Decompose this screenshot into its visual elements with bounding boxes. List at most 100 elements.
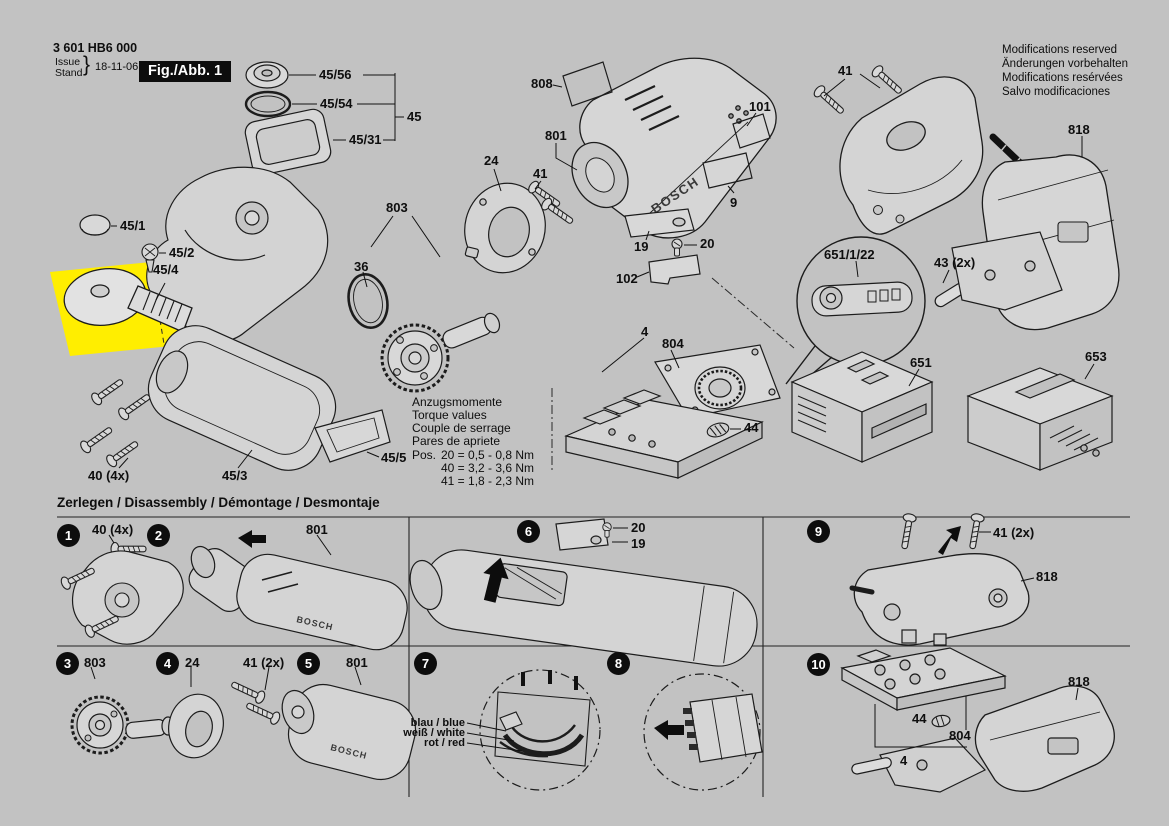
part-drawing-oring-45-54	[244, 90, 292, 118]
part-label-804: 804	[662, 336, 684, 351]
step-badge-6: 6	[517, 520, 540, 543]
step4-drawing	[168, 677, 283, 759]
step1-label-40-4x: 40 (4x)	[92, 522, 134, 537]
step-badge-4: 4	[156, 652, 179, 675]
notice-line: Salvo modificaciones	[1002, 86, 1111, 98]
notice-line: Modifications resérvées	[1002, 72, 1123, 84]
step1-drawing	[58, 541, 184, 645]
disassembly-section-title: Zerlegen / Disassembly / Démontage / Des…	[57, 495, 380, 510]
part-label-102: 102	[616, 271, 638, 286]
part-label-24: 24	[484, 153, 499, 168]
part-drawing-head-body	[146, 166, 329, 343]
torque-entry: 41 = 1,8 - 2,3 Nm	[441, 474, 535, 488]
figure-title-box: Fig./Abb. 1	[139, 61, 232, 82]
part-drawing-bracket-45-5	[314, 409, 391, 463]
torque-entry: 20 = 0,5 - 0,8 Nm	[441, 448, 535, 462]
part-label-45-3: 45/3	[222, 468, 248, 483]
part-label-45-2: 45/2	[169, 245, 195, 260]
part-label-651: 651	[910, 355, 932, 370]
step-badge-3: 3	[56, 652, 79, 675]
part-drawing-screw-20	[671, 238, 683, 257]
step-badge-2: 2	[147, 524, 170, 547]
torque-title-en: Torque values	[412, 408, 487, 422]
part-label-45-56: 45/56	[319, 67, 352, 82]
notice-line: Änderungen vorbehalten	[1002, 58, 1128, 70]
part-drawing-flange-24	[464, 182, 546, 274]
step2-label-801: 801	[306, 522, 328, 537]
issue-brace: }	[83, 53, 91, 76]
part-drawing-oring-36	[347, 272, 389, 330]
part-drawing-wrench-651-1-22	[811, 281, 913, 317]
part-drawing-cap-45-1	[79, 214, 111, 236]
leader-lines-bottom	[90, 527, 1079, 752]
part-drawing-plate-19	[624, 208, 695, 238]
part-drawing-clamshell-upper	[839, 76, 984, 235]
part-label-4: 4	[641, 324, 649, 339]
step2-drawing: BOSCH	[188, 530, 408, 651]
part-label-45-31: 45/31	[349, 132, 382, 147]
part-drawing-assembly-4	[564, 344, 781, 479]
torque-title-de: Anzugsmomente	[412, 395, 503, 409]
step3-label-803: 803	[84, 655, 106, 670]
part-label-45-5: 45/5	[381, 450, 407, 465]
part-drawing-screws-40	[78, 375, 154, 470]
part-label-45-4: 45/4	[153, 262, 179, 277]
step10-drawing	[840, 647, 1115, 793]
torque-title-fr: Couple de serrage	[412, 421, 511, 435]
step10-label-4: 4	[900, 753, 908, 768]
step-badge-1: 1	[57, 524, 80, 547]
step7-label-red-wire: rot / red	[424, 737, 465, 749]
part-drawing-housing-801: BOSCH	[571, 57, 777, 239]
part-label-101: 101	[749, 99, 771, 114]
leader-lines-top	[111, 73, 1095, 469]
step7-label-blue-wire: blau / blue	[410, 717, 465, 729]
part-drawing-screw-45-2	[141, 243, 159, 273]
part-drawing-body-45-3	[147, 325, 337, 471]
part-drawing-sticker-9	[702, 152, 753, 189]
part-label-19: 19	[634, 239, 649, 254]
part-drawing-knob-45-56	[245, 61, 289, 89]
part-label-40-4x: 40 (4x)	[88, 468, 130, 483]
step6-drawing	[409, 518, 758, 667]
part-drawing-sticker-808	[562, 61, 613, 107]
step10-label-804: 804	[949, 728, 971, 743]
part-label-818: 818	[1068, 122, 1090, 137]
step-badge-8: 8	[607, 652, 630, 675]
part-drawing-plate-102	[648, 254, 701, 285]
step-badge-7: 7	[414, 652, 437, 675]
step7-drawing	[479, 669, 601, 791]
step-badge-5: 5	[297, 652, 320, 675]
step9-drawing	[849, 512, 1030, 646]
issue-label: Issue	[55, 56, 81, 68]
step5-label-801: 801	[346, 655, 368, 670]
part-label-9: 9	[730, 195, 738, 210]
torque-pos-label: Pos.	[412, 448, 437, 462]
step-badge-9: 9	[807, 520, 830, 543]
notice-line: Modifications reserved	[1002, 44, 1118, 56]
issue-date: 18-11-06	[95, 61, 139, 73]
part-label-808: 808	[531, 76, 553, 91]
part-label-45: 45	[407, 109, 422, 124]
part-label-20: 20	[700, 236, 715, 251]
step10-label-818: 818	[1068, 674, 1090, 689]
step4-label-24: 24	[185, 655, 200, 670]
part-label-41-left: 41	[533, 166, 548, 181]
part-drawing-foot-bracket	[951, 231, 1063, 311]
part-drawing-gear-803	[380, 312, 501, 393]
part-label-44: 44	[744, 420, 759, 435]
stand-label: Stand	[55, 67, 83, 79]
step8-drawing	[643, 673, 763, 791]
step9-label-818: 818	[1036, 569, 1058, 584]
part-label-651-1-22: 651/1/22	[824, 247, 875, 262]
part-label-45-1: 45/1	[120, 218, 146, 233]
part-label-803: 803	[386, 200, 408, 215]
part-drawing-cover-45-31	[244, 108, 332, 176]
part-label-41-right: 41	[838, 63, 853, 78]
torque-title-es: Pares de apriete	[412, 434, 501, 448]
part-drawing-battery-651	[790, 351, 934, 463]
part-drawing-charger-653	[966, 367, 1114, 471]
part-label-801: 801	[545, 128, 567, 143]
doc-number: 3 601 HB6 000	[53, 41, 138, 55]
